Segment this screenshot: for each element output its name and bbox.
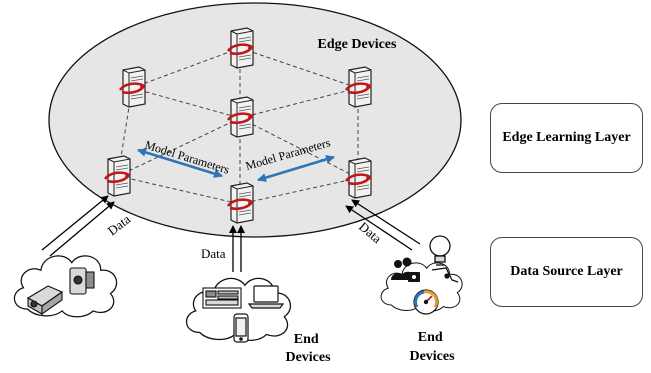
user-lock-icon bbox=[391, 257, 420, 282]
edge-learning-layer-box: Edge Learning Layer bbox=[490, 103, 643, 173]
edge-devices-ellipse bbox=[48, 2, 462, 238]
edge-server-icon bbox=[118, 66, 147, 108]
data-source-layer-label: Data Source Layer bbox=[510, 264, 623, 279]
thermostat-icon bbox=[431, 267, 459, 283]
model-parameters-arrow-left bbox=[137, 148, 223, 178]
edge-server-icon bbox=[226, 182, 255, 224]
laptop-icon bbox=[247, 285, 285, 309]
edge-server-icon bbox=[344, 157, 373, 199]
data-arrow-left bbox=[41, 195, 115, 257]
edge-server-icon bbox=[226, 96, 255, 138]
data-arrow-right bbox=[345, 199, 421, 251]
edge-server-icon bbox=[226, 27, 255, 69]
edge-server-icon bbox=[344, 66, 373, 108]
end-devices-label-center: End Devices bbox=[285, 332, 331, 365]
data-source-layer-box: Data Source Layer bbox=[490, 237, 643, 307]
model-parameters-arrow-right bbox=[257, 155, 335, 182]
data-label-center: Data bbox=[201, 246, 226, 261]
data-label-left: Data bbox=[105, 211, 134, 238]
data-label-right: Data bbox=[356, 219, 385, 246]
projector-icon bbox=[26, 285, 64, 316]
smartphone-icon bbox=[233, 313, 249, 343]
edge-server-icon bbox=[103, 155, 132, 197]
gauge-icon bbox=[413, 289, 439, 315]
edge-devices-label: Edge Devices bbox=[318, 37, 397, 52]
camcorder-icon bbox=[69, 267, 95, 295]
lightbulb-icon bbox=[429, 235, 451, 266]
edge-learning-layer-label: Edge Learning Layer bbox=[502, 130, 631, 145]
dashboard-display-icon bbox=[202, 287, 242, 309]
end-devices-label-right: End Devices bbox=[409, 330, 455, 364]
data-arrow-center bbox=[229, 225, 245, 272]
